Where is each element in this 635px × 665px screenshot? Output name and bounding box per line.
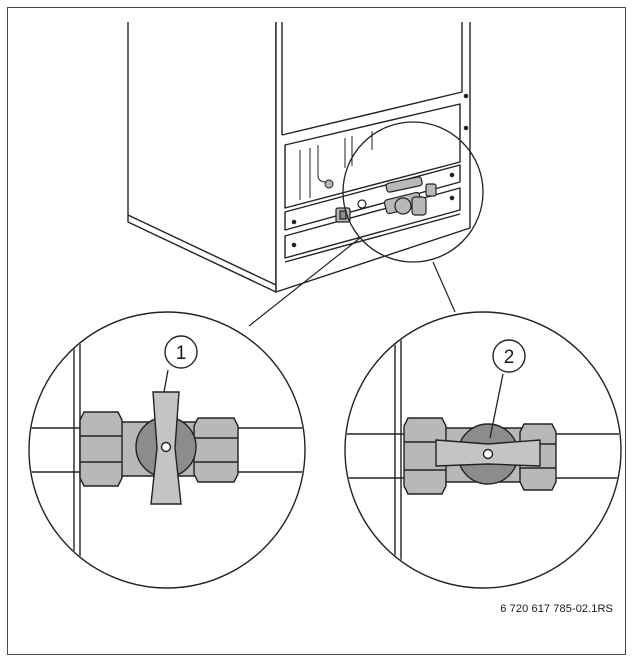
- boiler-main-valve: [383, 176, 437, 216]
- detail-circle-open: 1: [28, 311, 306, 589]
- callout-2-number: 2: [504, 347, 515, 368]
- boiler-unit: [127, 22, 471, 293]
- callout-1-circle: [164, 335, 198, 369]
- figure-reference-code: 6 720 617 785-02.1RS: [500, 603, 613, 615]
- callout-2-circle: [492, 339, 526, 373]
- detail-circle-closed: 2: [344, 311, 622, 589]
- boiler-gas-fitting: [335, 199, 367, 223]
- detail-magnifier: [342, 121, 484, 263]
- figure-frame: [7, 7, 626, 655]
- callout-1-number: 1: [176, 343, 187, 364]
- leader-lines: [248, 237, 456, 327]
